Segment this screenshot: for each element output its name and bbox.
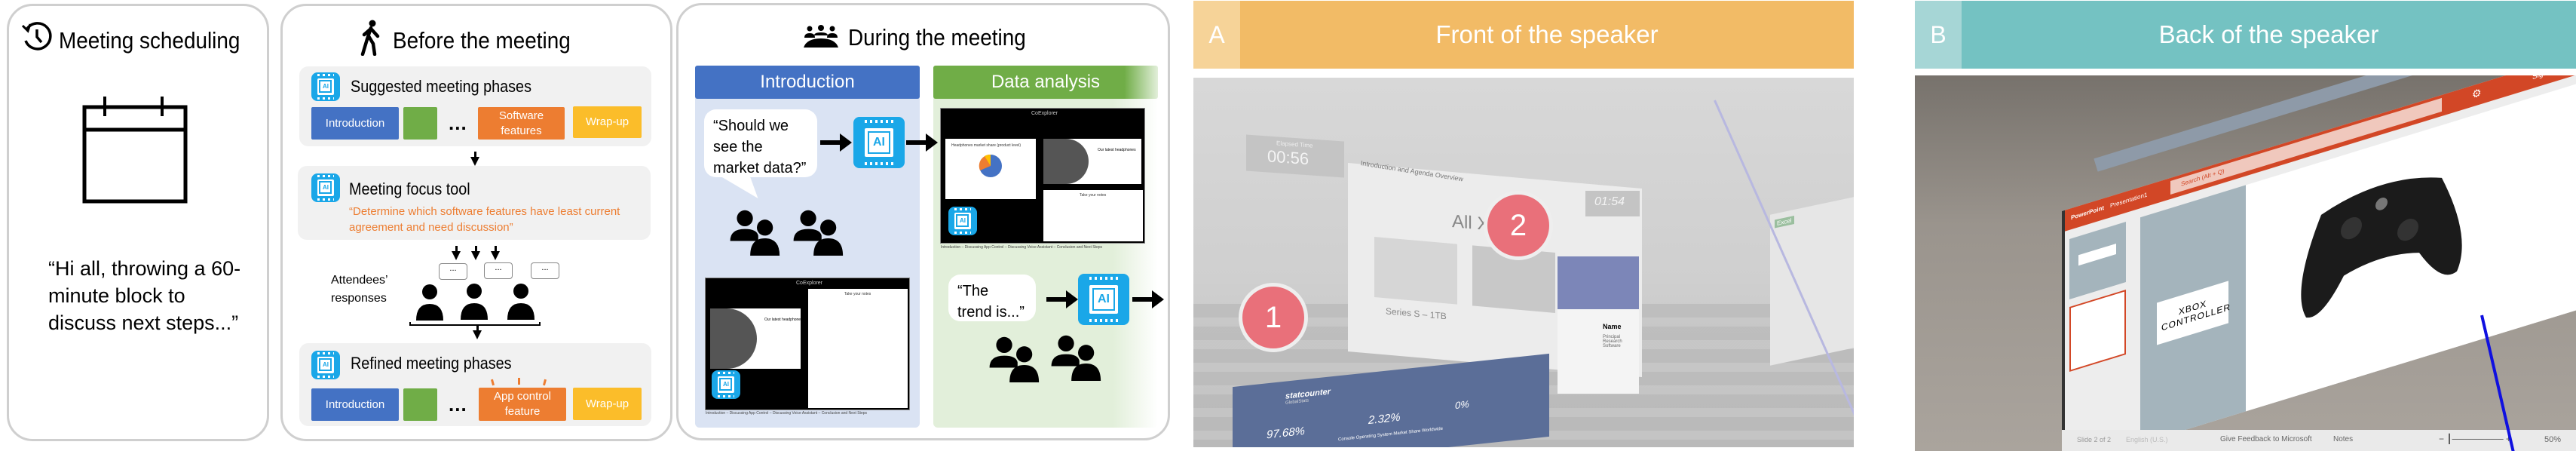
phase-app-control-feature[interactable]: App control feature: [479, 388, 566, 421]
panel-title: Meeting scheduling: [59, 27, 240, 54]
zoom-slider[interactable]: − ┃──────── +: [2439, 434, 2511, 444]
notes-button[interactable]: Notes: [2333, 435, 2354, 443]
during-meeting-panel: During the meeting Introduction Data ana…: [676, 3, 1170, 440]
group-icon: [793, 209, 847, 256]
ai-chip-icon: AI: [311, 72, 340, 101]
phase-software-features[interactable]: Software features: [478, 107, 565, 140]
arrow-right-icon: [1132, 290, 1164, 308]
arrow-right-icon: [820, 133, 852, 152]
response-bubble: ...: [531, 262, 559, 279]
group-icon: [730, 209, 784, 256]
ai-chip-icon: AI: [311, 351, 340, 379]
highlight-mark: [543, 379, 547, 386]
arrow: [476, 325, 479, 331]
arrow-head: [473, 330, 482, 339]
xbox-controller-image: [2301, 177, 2462, 318]
phase-wrap-up[interactable]: Wrap-up: [573, 388, 642, 420]
meeting-scheduling-panel: Meeting scheduling “Hi all, throwing a 6…: [7, 4, 269, 441]
box-title: Meeting focus tool: [349, 179, 470, 198]
ellipsis: ...: [449, 112, 467, 134]
panel-letter: A: [1193, 1, 1240, 69]
arrow-right-icon: [1046, 290, 1078, 308]
panel-letter: B: [1915, 1, 1962, 69]
arrow-head: [471, 251, 480, 260]
slide-text: XBOX CONTROLLER: [2157, 281, 2231, 345]
focus-quote: “Determine which software features have …: [349, 205, 620, 234]
panel-title: Back of the speaker: [2158, 20, 2379, 48]
phase-wrap-up[interactable]: Wrap-up: [573, 106, 642, 138]
box-title: Refined meeting phases: [351, 354, 512, 373]
attendee-icon: [505, 282, 537, 320]
attendee-icon: [458, 282, 490, 320]
history-clock-icon: [21, 22, 52, 51]
arrow: [455, 246, 458, 252]
vr-back-view: PowerPoint Presentation1 Search (Alt + Q…: [1915, 75, 2576, 451]
countdown-panel: 01:54: [1585, 191, 1640, 216]
feedback-link[interactable]: Give Feedback to Microsoft: [2220, 435, 2312, 443]
zoom-level[interactable]: 50%: [2544, 435, 2562, 444]
arrow-head: [452, 251, 461, 260]
phase-unnamed[interactable]: [403, 107, 437, 140]
panel-b-header: B Back of the speaker: [1915, 1, 2576, 69]
phase-introduction[interactable]: Introduction: [311, 388, 399, 421]
group-icon: [989, 336, 1043, 382]
marker-badge-1: 1: [1239, 283, 1308, 352]
profile-card: Name Principal Research Software: [1558, 256, 1639, 394]
speech-bubble: “The trend is...”: [948, 275, 1036, 321]
arrow-head: [470, 157, 479, 166]
ai-chip-icon: AI: [853, 117, 905, 168]
pie-chart-thumbnail: [979, 154, 1002, 177]
coexplorer-screenshot: CoExplorer Headphones market share (prod…: [940, 108, 1145, 244]
slide-caption: Series S – 1TB: [1386, 305, 1447, 322]
ai-chip-icon: AI: [311, 173, 340, 202]
suggested-phases-box: AI Suggested meeting phases Introduction…: [299, 66, 651, 146]
marker-badge-2: 2: [1484, 191, 1553, 260]
arrow: [475, 246, 477, 252]
panel-title: Before the meeting: [393, 27, 571, 54]
coexplorer-screenshot: CoExplorer Our latest headphones Take yo…: [705, 278, 910, 410]
group-icon: [1051, 334, 1105, 381]
introduction-header: Introduction: [695, 66, 920, 99]
phase-unnamed[interactable]: [403, 388, 437, 421]
panel-title: Front of the speaker: [1435, 20, 1659, 48]
walking-person-icon: [360, 20, 380, 56]
box-title: Suggested meeting phases: [351, 77, 531, 96]
scheduling-quote: “Hi all, throwing a 60-minute block to d…: [48, 257, 241, 334]
ai-chip-icon: AI: [1078, 274, 1129, 325]
panel-a-header: A Front of the speaker: [1193, 1, 1854, 69]
highlight-mark: [491, 379, 495, 386]
before-meeting-panel: Before the meeting AI Suggested meeting …: [280, 4, 672, 441]
arrow-right-icon: [906, 133, 938, 152]
powerpoint-screen: PowerPoint Presentation1 Search (Alt + Q…: [2062, 75, 2576, 451]
agenda-bar: Introduction – Discussing App Control – …: [941, 245, 1103, 250]
attendee-icon: [414, 283, 446, 321]
calendar-icon: [82, 97, 188, 204]
ai-chip-icon: AI: [948, 207, 977, 235]
data-analysis-header: Data analysis: [933, 66, 1158, 99]
ai-chip-icon: AI: [712, 370, 740, 399]
ellipsis: ...: [449, 393, 467, 416]
agenda-bar: Introduction – Discussing App Control – …: [706, 411, 868, 416]
meeting-focus-box: AI Meeting focus tool “Determine which s…: [298, 166, 651, 240]
status-bar: Slide 2 of 2 English (U.S.) Give Feedbac…: [2062, 430, 2576, 451]
arrow: [495, 246, 497, 252]
meeting-group-icon: [804, 25, 838, 48]
panel-title: During the meeting: [848, 24, 1026, 51]
refined-phases-box: AI Refined meeting phases Introduction .…: [299, 343, 651, 426]
response-bubble: ...: [439, 263, 467, 280]
collector-bar: [409, 322, 541, 326]
arrow: [474, 152, 476, 158]
attendees-label: Attendees’ responses: [331, 274, 388, 305]
response-bubble: ...: [484, 262, 513, 279]
phase-introduction[interactable]: Introduction: [311, 107, 399, 140]
excel-window: Excel: [1770, 197, 1854, 366]
speech-bubble: “Should we see the market data?”: [704, 109, 817, 177]
arrow-head: [491, 251, 500, 260]
highlight-mark: [518, 378, 520, 385]
